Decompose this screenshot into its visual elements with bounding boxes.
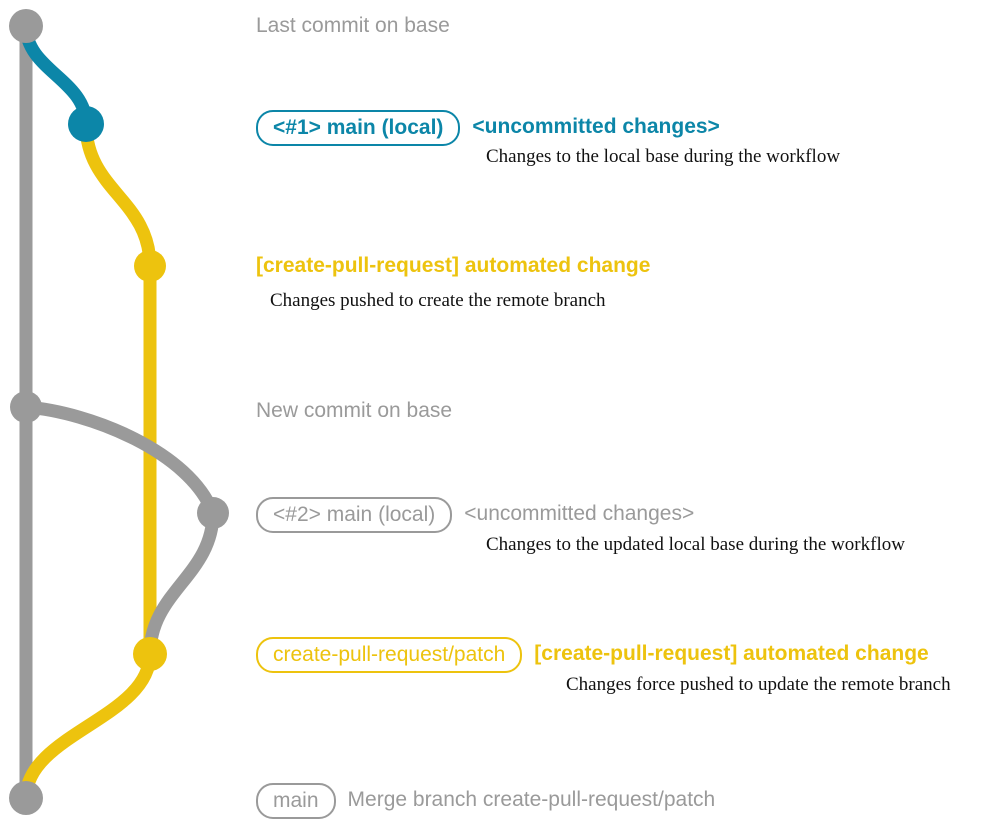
commit-subject: Merge branch create-pull-request/patch bbox=[347, 788, 716, 811]
commit-subject: [create-pull-request] automated change bbox=[256, 254, 651, 277]
commit-subject: Last commit on base bbox=[256, 14, 450, 37]
ref-badge-wrap: <#1> main (local) bbox=[256, 110, 461, 146]
commit-caption-local-2: Changes to the updated local base during… bbox=[486, 534, 905, 555]
edge-local-1-to-automated-1 bbox=[79, 117, 157, 273]
ref-badge-main-local-1[interactable]: <#1> main (local) bbox=[256, 110, 461, 146]
commit-row-local-1: <#1> main (local) <uncommitted changes> bbox=[256, 110, 720, 146]
commit-subject: <uncommitted changes> bbox=[472, 115, 720, 138]
ref-badge-wrap: create-pull-request/patch bbox=[256, 637, 523, 673]
node-automated-change-1 bbox=[134, 250, 166, 282]
commit-row-new-commit-on-base: New commit on base bbox=[256, 398, 452, 424]
ref-badge-wrap: <#2> main (local) bbox=[256, 497, 453, 533]
ref-badge-main[interactable]: main bbox=[256, 783, 336, 819]
commit-caption-automated-change-2: Changes force pushed to update the remot… bbox=[566, 674, 951, 695]
ref-badge-create-pull-request-patch[interactable]: create-pull-request/patch bbox=[256, 637, 523, 673]
node-merge-commit bbox=[9, 781, 43, 815]
commit-row-merge: main Merge branch create-pull-request/pa… bbox=[256, 783, 715, 819]
ref-badge-main-local-2[interactable]: <#2> main (local) bbox=[256, 497, 453, 533]
commit-row-automated-change-1: [create-pull-request] automated change bbox=[256, 253, 650, 279]
commit-subject: [create-pull-request] automated change bbox=[534, 642, 929, 665]
commit-row-automated-change-2: create-pull-request/patch [create-pull-r… bbox=[256, 637, 929, 673]
edge-base-to-local-2 bbox=[19, 400, 220, 520]
commit-caption-local-1: Changes to the local base during the wor… bbox=[486, 146, 841, 167]
commit-subject: New commit on base bbox=[256, 399, 453, 422]
node-local-commit-2 bbox=[197, 497, 229, 529]
node-new-commit-on-base bbox=[10, 391, 42, 423]
node-last-commit-on-base bbox=[9, 9, 43, 43]
commit-subject: <uncommitted changes> bbox=[464, 502, 695, 525]
commit-row-last-commit-on-base: Last commit on base bbox=[256, 13, 450, 39]
node-local-commit-1 bbox=[68, 106, 104, 142]
edge-local-2-to-automated-2 bbox=[143, 506, 220, 661]
commit-row-local-2: <#2> main (local) <uncommitted changes> bbox=[256, 497, 694, 533]
commit-caption-automated-change-1: Changes pushed to create the remote bran… bbox=[270, 290, 606, 311]
ref-badge-wrap: main bbox=[256, 783, 336, 819]
node-automated-change-2 bbox=[133, 637, 167, 671]
edge-automated-2-to-merge bbox=[19, 647, 157, 805]
